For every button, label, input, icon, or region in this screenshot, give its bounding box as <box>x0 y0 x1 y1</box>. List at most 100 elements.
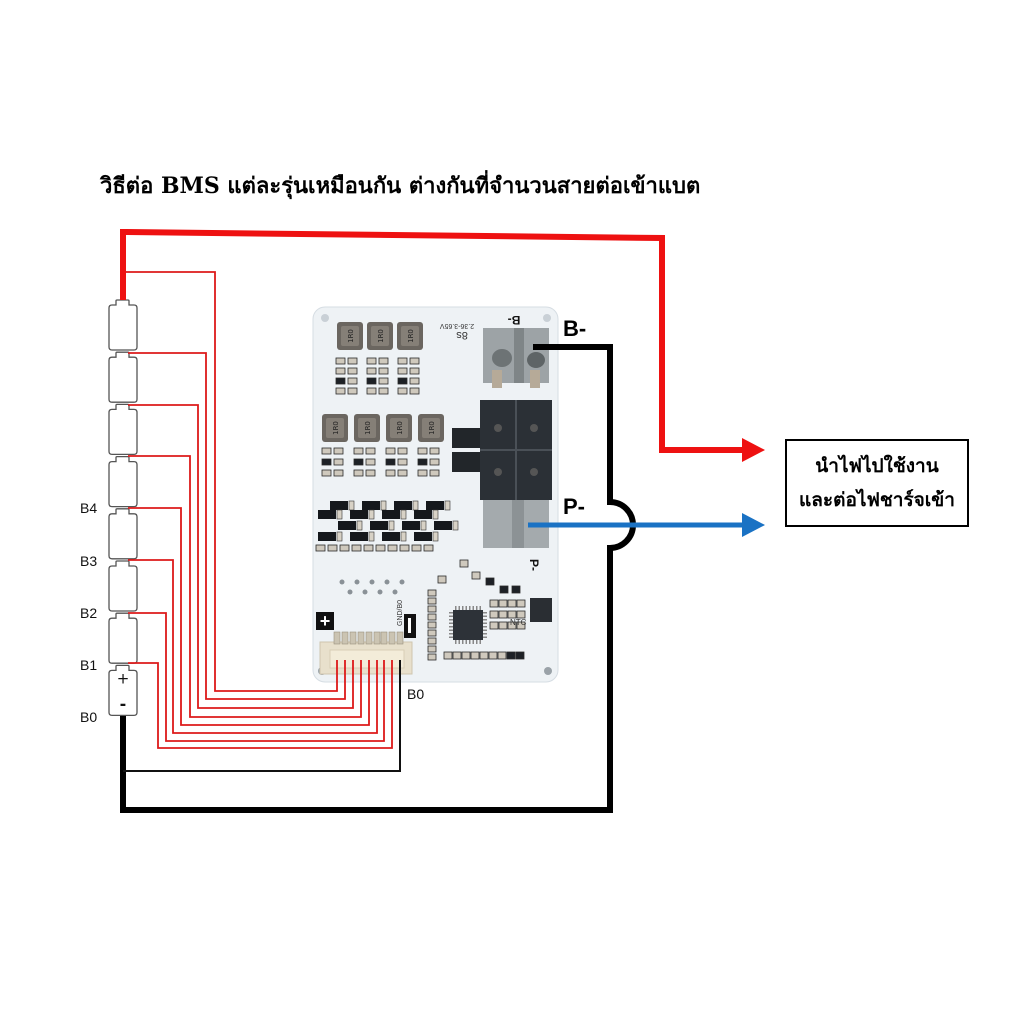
smd-part <box>378 387 389 395</box>
smd-part <box>366 367 377 375</box>
mcu-pin <box>483 622 487 624</box>
test-point <box>347 589 353 595</box>
mcu-pin <box>449 633 453 635</box>
diode-pad <box>336 509 343 520</box>
smd-part <box>511 585 521 594</box>
smd-part <box>507 610 517 619</box>
diode-pad <box>400 509 407 520</box>
diode <box>350 532 368 541</box>
battery-cell-outline <box>108 560 138 612</box>
test-points <box>339 579 405 595</box>
mcu-pin <box>483 626 487 628</box>
smd-part <box>489 599 499 608</box>
balance-wire <box>128 559 378 734</box>
mcu-pin <box>455 606 457 610</box>
smd-part <box>417 458 428 466</box>
diode-pad <box>400 531 407 542</box>
mcu-pin <box>483 636 487 638</box>
smd-part <box>429 447 440 455</box>
positive-arrow-head <box>742 438 765 462</box>
smd-part <box>353 447 364 455</box>
diode-pad <box>412 500 419 511</box>
smd-part <box>375 544 386 552</box>
smd-part <box>498 610 508 619</box>
test-point <box>354 579 360 585</box>
smd-part <box>507 621 517 630</box>
smd-part <box>427 597 437 605</box>
test-point <box>392 589 398 595</box>
balance-wire <box>128 612 385 742</box>
test-point <box>339 579 345 585</box>
mosfet-array <box>452 400 552 500</box>
mcu-pin <box>479 606 481 610</box>
diode-pad <box>432 531 439 542</box>
inductor-top <box>422 418 440 438</box>
diode <box>414 532 432 541</box>
balance-wire <box>128 455 362 718</box>
inductor-marking: 1R0 <box>428 421 436 435</box>
smd-part <box>365 458 376 466</box>
inductor-top <box>358 418 376 438</box>
battery-cell-outline <box>108 612 138 664</box>
smd-part <box>335 377 346 385</box>
smd-part <box>387 544 398 552</box>
smd-part <box>366 357 377 365</box>
smd-part <box>516 621 526 630</box>
smd-part <box>378 367 389 375</box>
smd-part <box>397 447 408 455</box>
test-point <box>399 579 405 585</box>
tvs-diode <box>530 598 552 622</box>
cell-label-b4: B4 <box>80 500 98 516</box>
inductor: 1R0 <box>367 322 393 350</box>
smd-part <box>437 575 447 584</box>
diode-pad <box>432 509 439 520</box>
inductor-marking: 1R0 <box>364 421 372 435</box>
mcu-pin <box>449 626 453 628</box>
model-label: 8s <box>456 329 468 341</box>
mount-hole <box>544 667 552 675</box>
connector-pin <box>365 631 373 645</box>
smd-part <box>498 599 508 608</box>
mcu-pin <box>465 640 467 644</box>
note-line-1: นำไฟไปใช้งาน <box>815 455 939 477</box>
voltage-range-label: 2.36-3.65V <box>440 322 475 329</box>
smd-part <box>365 447 376 455</box>
mcu-pin <box>462 606 464 610</box>
smd-part <box>485 577 495 586</box>
connector-pin <box>341 631 349 645</box>
mcu-pin <box>462 640 464 644</box>
connector-pin <box>373 631 381 645</box>
mcu-pin <box>449 612 453 614</box>
smd-part <box>397 357 408 365</box>
smd-part <box>488 651 498 660</box>
smd-part <box>321 458 332 466</box>
smd-part <box>321 469 332 477</box>
diode <box>426 501 444 510</box>
smd-part <box>351 544 362 552</box>
diode-pad <box>380 500 387 511</box>
smd-components <box>315 357 526 661</box>
smd-part <box>365 469 376 477</box>
smd-part <box>333 447 344 455</box>
smd-part <box>339 544 350 552</box>
smd-part <box>506 651 516 660</box>
diode-pad <box>348 500 355 511</box>
battery-cells: +- <box>108 299 138 717</box>
connector-pin <box>357 631 365 645</box>
smd-part <box>347 377 358 385</box>
battery-cell <box>108 612 138 664</box>
p-minus-label: P- <box>563 494 585 519</box>
diode <box>318 532 336 541</box>
mcu-chip <box>449 606 487 644</box>
smd-part <box>409 387 420 395</box>
inductor-marking: 1R0 <box>347 329 355 343</box>
connector-pin <box>349 631 357 645</box>
smd-part <box>427 645 437 653</box>
diode-pad <box>388 520 395 531</box>
mcu-pin <box>483 615 487 617</box>
smd-part <box>429 469 440 477</box>
b-minus-silk: B- <box>508 313 521 327</box>
inductor: 1R0 <box>337 322 363 350</box>
smd-part <box>366 387 377 395</box>
battery-cell <box>108 508 138 560</box>
